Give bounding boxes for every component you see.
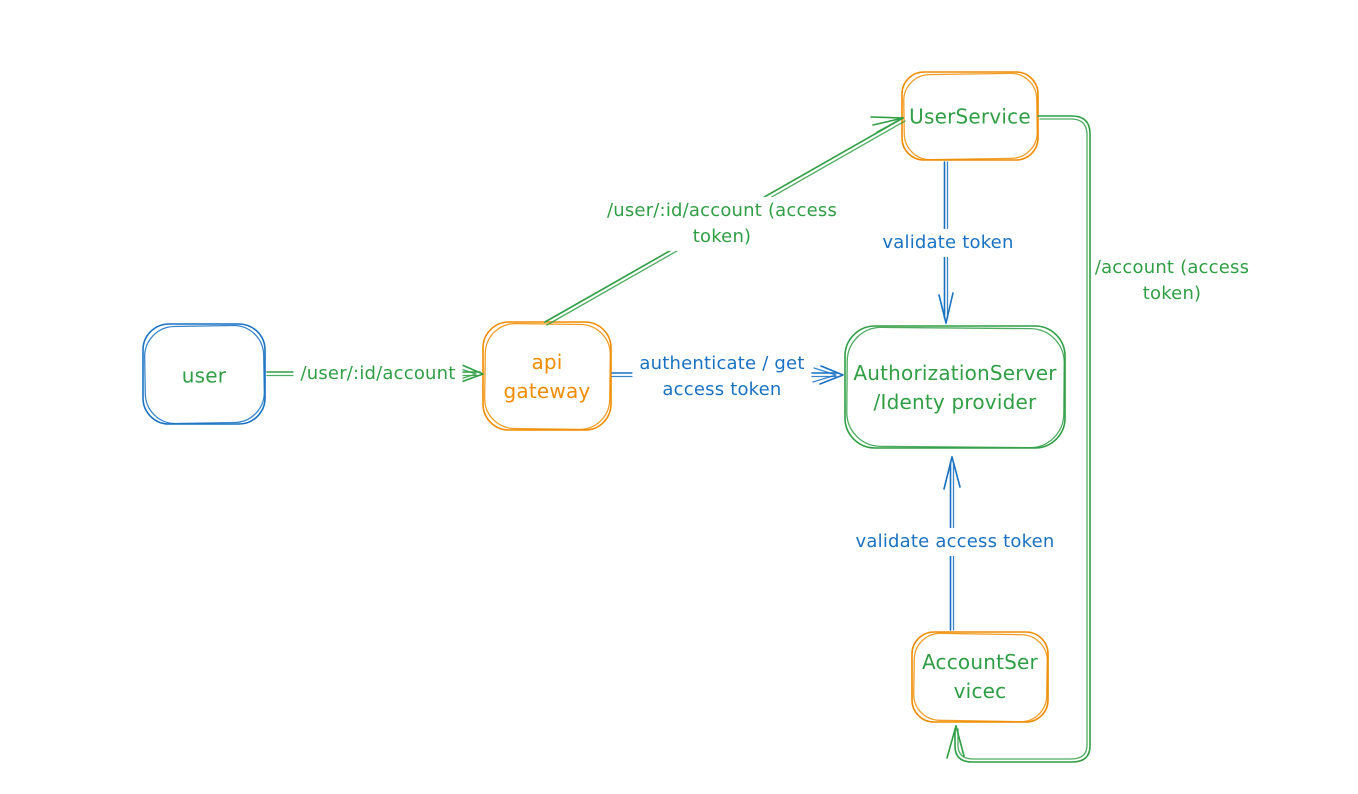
edge-label-user-id-account-token: /user/:id/account (access token) — [599, 196, 845, 252]
edge-label-account-access-token: /account (access token) — [1094, 256, 1250, 304]
edge-user-service-to-account-service-line — [954, 115, 1091, 763]
account-service-node-shape — [911, 631, 1049, 723]
edge-api-gateway-to-authorization-server-arrowhead — [819, 365, 844, 385]
user-node-shape — [142, 323, 266, 425]
edge-api-gateway-to-user-service-arrowhead — [870, 116, 904, 133]
api-gateway-node-label: api gateway — [503, 350, 591, 403]
edge-user-service-to-account-service — [946, 115, 1091, 763]
edge-user-service-to-authorization-server-arrowhead — [938, 292, 954, 324]
edge-label-validate-token: validate token — [875, 228, 1021, 258]
edge-user-service-to-account-service-arrowhead — [946, 725, 965, 759]
account-service-node-label: AccountSer vicec — [922, 650, 1038, 703]
authorization-server-node-shape — [844, 325, 1066, 449]
edge-label-validate-access-token: validate access token — [848, 527, 1062, 557]
edge-label-user-id-account: /user/:id/account — [293, 359, 463, 389]
edge-user-to-api-gateway-arrowhead — [460, 364, 484, 383]
edge-label-authenticate-get-token: authenticate / get access token — [632, 349, 812, 405]
user-node-label: user — [181, 363, 227, 388]
edge-account-service-to-authorization-server-arrowhead — [943, 456, 961, 490]
authorization-server-node-label: AuthorizationServer /Identy provider — [853, 361, 1057, 414]
user-service-node-label: UserService — [909, 104, 1031, 129]
